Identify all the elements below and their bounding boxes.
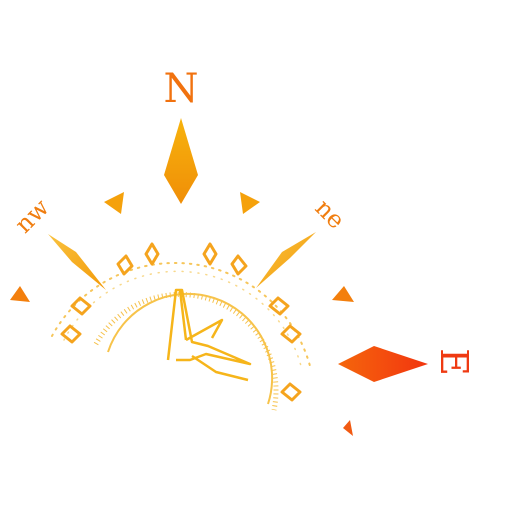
diamond-9 [280, 382, 302, 402]
marker-nnw [104, 192, 124, 214]
star-ray [185, 318, 224, 342]
marker-ene [332, 286, 354, 302]
diamond-3 [202, 242, 218, 266]
northwest-label: nw [9, 193, 55, 239]
diamond-4 [230, 254, 248, 276]
marker-west [10, 286, 30, 302]
diamond-7 [268, 296, 290, 316]
star-ray-lower [191, 354, 249, 382]
dotted-ring [51, 261, 311, 367]
diamond-ornaments [60, 242, 302, 402]
marker-ese [343, 420, 353, 436]
east-point [338, 346, 428, 382]
inner-arc [107, 292, 274, 405]
diamond-2 [144, 242, 160, 266]
north-label: N [164, 66, 199, 112]
northeast-point [256, 232, 316, 288]
marker-nne [240, 192, 260, 214]
star-center-line [178, 289, 188, 341]
inner-star [166, 288, 252, 382]
diamond-6 [60, 324, 82, 344]
diamond-5 [70, 296, 92, 316]
northeast-label: ne [310, 194, 351, 235]
tick-ring [93, 291, 279, 411]
northwest-point [48, 234, 106, 290]
dotted-ring-inner [63, 270, 303, 371]
north-point [164, 118, 198, 204]
diamond-1 [116, 254, 134, 276]
diamond-8 [280, 324, 302, 344]
east-label: E [432, 348, 476, 376]
